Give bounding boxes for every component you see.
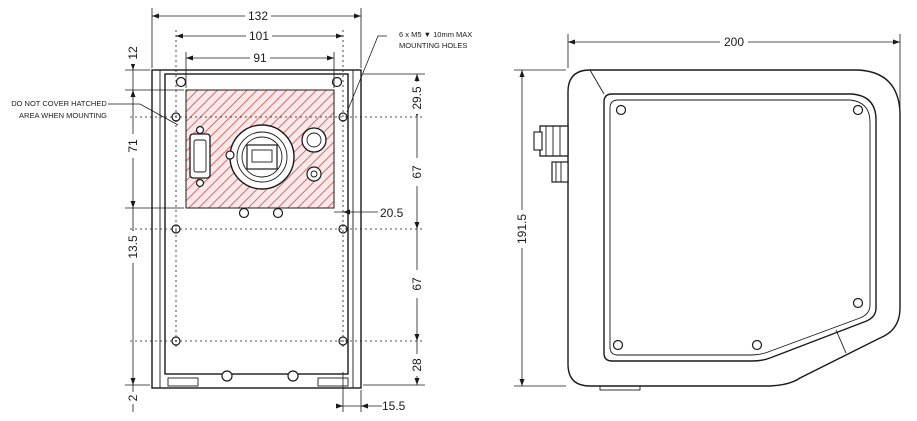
side-lid bbox=[603, 93, 877, 362]
dim-15-5: 15.5 bbox=[382, 399, 406, 413]
dim-91: 91 bbox=[253, 51, 267, 65]
front-dimension-labels: 132 101 91 12 71 13.5 2 29.5 67 67 28 20… bbox=[11, 9, 472, 413]
front-dimensions bbox=[108, 8, 425, 412]
dim-71: 71 bbox=[126, 139, 140, 153]
screw-top-left bbox=[175, 76, 187, 88]
note-mounting-holes-1: 6 x M5 ▼ 10mm MAX bbox=[399, 30, 472, 39]
lid-screws bbox=[612, 104, 864, 351]
side-foot bbox=[599, 385, 641, 391]
note-hatched-2: AREA WHEN MOUNTING bbox=[19, 111, 107, 120]
side-dimensions bbox=[514, 34, 901, 387]
side-view bbox=[533, 69, 901, 391]
dim-13-5: 13.5 bbox=[126, 235, 140, 259]
mounting-plate bbox=[164, 73, 349, 375]
dim-67-upper: 67 bbox=[410, 165, 424, 179]
dim-20-5: 20.5 bbox=[380, 206, 404, 220]
screw-bottom-left bbox=[221, 370, 233, 382]
circular-connector bbox=[301, 127, 327, 182]
side-connector bbox=[533, 125, 569, 183]
dim-132: 132 bbox=[248, 9, 268, 23]
dim-28: 28 bbox=[410, 358, 424, 372]
foot-left bbox=[167, 377, 199, 387]
dim-29-5: 29.5 bbox=[410, 86, 424, 110]
ethernet-connector bbox=[225, 124, 295, 190]
note-mounting-holes-2: MOUNTING HOLES bbox=[399, 41, 467, 50]
dim-12: 12 bbox=[126, 46, 140, 60]
side-body-outline bbox=[567, 69, 901, 387]
screw-mid-left bbox=[238, 207, 250, 219]
dim-67-lower: 67 bbox=[410, 277, 424, 291]
note-hatched-1: DO NOT COVER HATCHED bbox=[11, 99, 107, 108]
screw-mid-right bbox=[272, 207, 284, 219]
front-view bbox=[130, 30, 425, 389]
screw-top-right bbox=[331, 76, 343, 88]
dim-101: 101 bbox=[249, 29, 269, 43]
dim-191-5: 191.5 bbox=[515, 214, 529, 244]
side-dimension-labels: 200 191.5 bbox=[515, 35, 744, 244]
dim-200: 200 bbox=[724, 35, 744, 49]
screw-bottom-right bbox=[287, 370, 299, 382]
foot-right bbox=[317, 377, 349, 387]
dsub-connector bbox=[189, 125, 211, 188]
dim-2: 2 bbox=[126, 394, 140, 401]
